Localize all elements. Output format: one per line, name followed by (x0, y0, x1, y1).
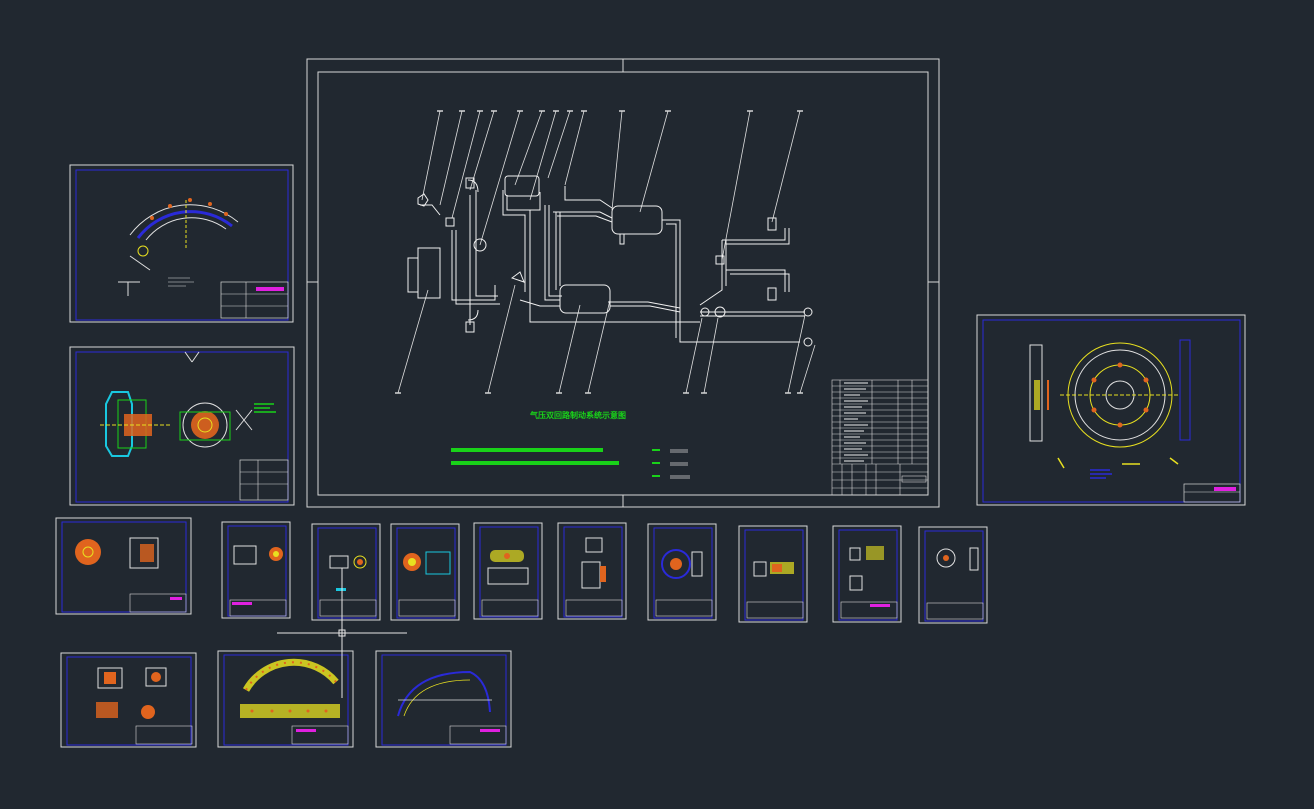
legend-text-lines (670, 449, 690, 479)
sheet-part-08[interactable] (738, 525, 808, 623)
parts-list-text (844, 382, 868, 462)
sheet-part-05[interactable] (473, 522, 543, 620)
sheet-brake-shoe-assembly[interactable] (69, 164, 294, 323)
leader-lines-top (421, 110, 803, 261)
sheet-brake-chamber[interactable] (69, 346, 295, 506)
parts-list-table (831, 379, 929, 496)
sheet-part-11[interactable] (60, 652, 197, 748)
schematic-title-wrap: 气压双回路制动系统示意图 (530, 411, 626, 420)
sheet-brake-drum[interactable] (976, 314, 1246, 506)
leader-lines-bottom (395, 284, 816, 394)
sheet-brake-system-schematic[interactable]: 气压双回路制动系统示意图 (306, 58, 940, 508)
crosshair-cursor-icon (277, 568, 407, 698)
sheet-part-02[interactable] (221, 521, 291, 619)
title-block (220, 281, 289, 319)
schematic-title: 气压双回路制动系统示意图 (530, 411, 626, 420)
sheet-part-09[interactable] (832, 525, 902, 623)
sheet-part-10[interactable] (918, 526, 988, 624)
sheet-part-06[interactable] (557, 522, 627, 620)
sheet-part-01[interactable] (55, 517, 192, 615)
sheet-brake-shoe[interactable] (375, 650, 512, 748)
title-block (239, 459, 289, 501)
legend-bar-2 (451, 461, 619, 465)
schematic-components (407, 175, 813, 347)
sheet-part-04[interactable] (390, 523, 460, 621)
air-pipes (420, 186, 805, 343)
sheet-part-07[interactable] (647, 523, 717, 621)
sheet-brake-lining[interactable] (217, 650, 354, 748)
legend-marks (652, 449, 660, 477)
sheet-part-03[interactable] (311, 523, 381, 621)
title-block (1183, 483, 1241, 503)
legend-bar-1 (451, 448, 603, 452)
